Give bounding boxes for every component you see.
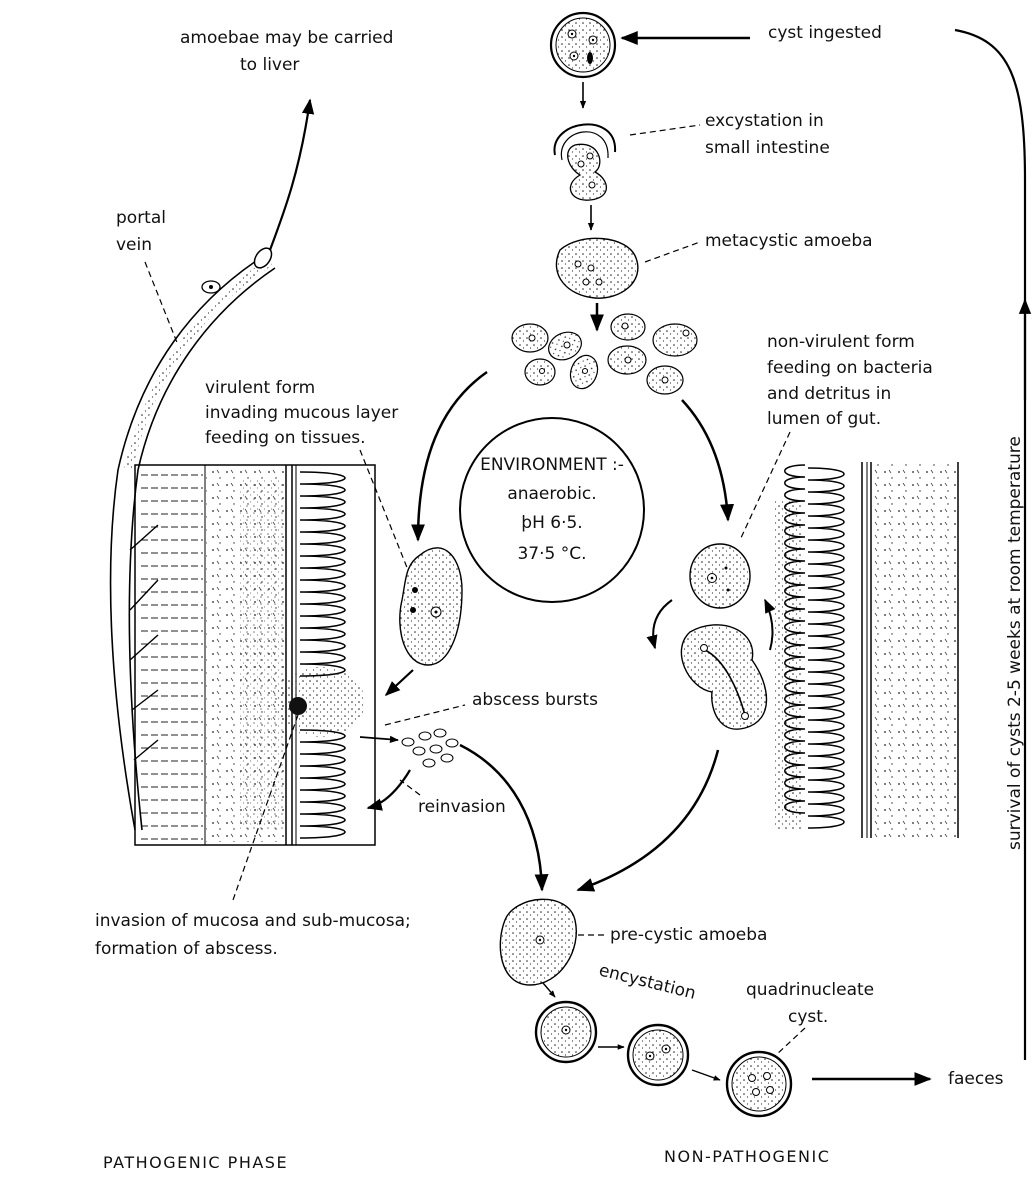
intestinal-wall-right <box>775 462 958 838</box>
environment-circle: ENVIRONMENT :- anaerobic. þH 6·5. 37·5 °… <box>460 418 644 602</box>
intestinal-wall-left <box>135 465 375 845</box>
carried-to-liver-label-1: amoebae may be carried <box>180 28 393 48</box>
precystic-amoeba <box>500 899 576 985</box>
nonpathogenic-label: NON-PATHOGENIC <box>664 1147 830 1166</box>
pathogenic-phase-label: PATHOGENIC PHASE <box>103 1153 288 1172</box>
env-temperature: 37·5 °C. <box>517 544 586 564</box>
nonvirulent-label-3: and detritus in <box>767 384 891 404</box>
released-amoebae <box>402 729 458 767</box>
faeces-label: faeces <box>948 1069 1004 1089</box>
quadrinucleate-cyst <box>727 1052 791 1116</box>
env-ph: þH 6·5. <box>521 513 582 533</box>
invasion-label-1: invasion of mucosa and sub-mucosa; <box>95 911 411 931</box>
env-title: ENVIRONMENT :- <box>480 455 624 475</box>
quadrinucleate-label-2: cyst. <box>788 1007 828 1027</box>
encystation-label: encystation <box>597 960 698 1003</box>
dividing-amoeba <box>681 625 766 729</box>
carried-to-liver-label-2: to liver <box>240 55 299 75</box>
excystation-stage <box>555 124 616 200</box>
invasion-label-2: formation of abscess. <box>95 939 278 959</box>
metacystic-amoeba <box>556 238 637 298</box>
nonvirulent-label-4: lumen of gut. <box>767 409 881 429</box>
precystic-amoeba-label: pre-cystic amoeba <box>610 925 767 945</box>
excystation-label-2: small intestine <box>705 138 830 158</box>
metacystic-amoeba-label: metacystic amoeba <box>705 231 873 251</box>
cyst-ingested-label: cyst ingested <box>768 23 882 43</box>
virulent-label-1: virulent form <box>205 378 315 398</box>
reinvasion-label: reinvasion <box>418 797 506 817</box>
nonvirulent-label-2: feeding on bacteria <box>767 358 933 378</box>
virulent-label-2: invading mucous layer <box>205 403 398 423</box>
uninucleate-cyst <box>536 1002 596 1062</box>
ingested-cyst <box>551 13 615 77</box>
excystation-label-1: excystation in <box>705 111 824 131</box>
amoebae-cluster <box>512 314 697 394</box>
survival-of-cysts-label: survival of cysts 2-5 weeks at room temp… <box>1005 436 1025 850</box>
portal-vein-label-2: vein <box>116 235 152 255</box>
portal-vein-label-1: portal <box>116 208 166 228</box>
quadrinucleate-label-1: quadrinucleate <box>746 980 874 1000</box>
env-anaerobic: anaerobic. <box>507 484 596 504</box>
binucleate-cyst <box>628 1025 688 1085</box>
nonvirulent-label-1: non-virulent form <box>767 332 915 352</box>
virulent-label-3: feeding on tissues. <box>205 428 366 448</box>
virulent-amoeba <box>400 548 462 665</box>
nonvirulent-amoeba <box>690 544 750 608</box>
abscess-bursts-label: abscess bursts <box>472 690 598 710</box>
